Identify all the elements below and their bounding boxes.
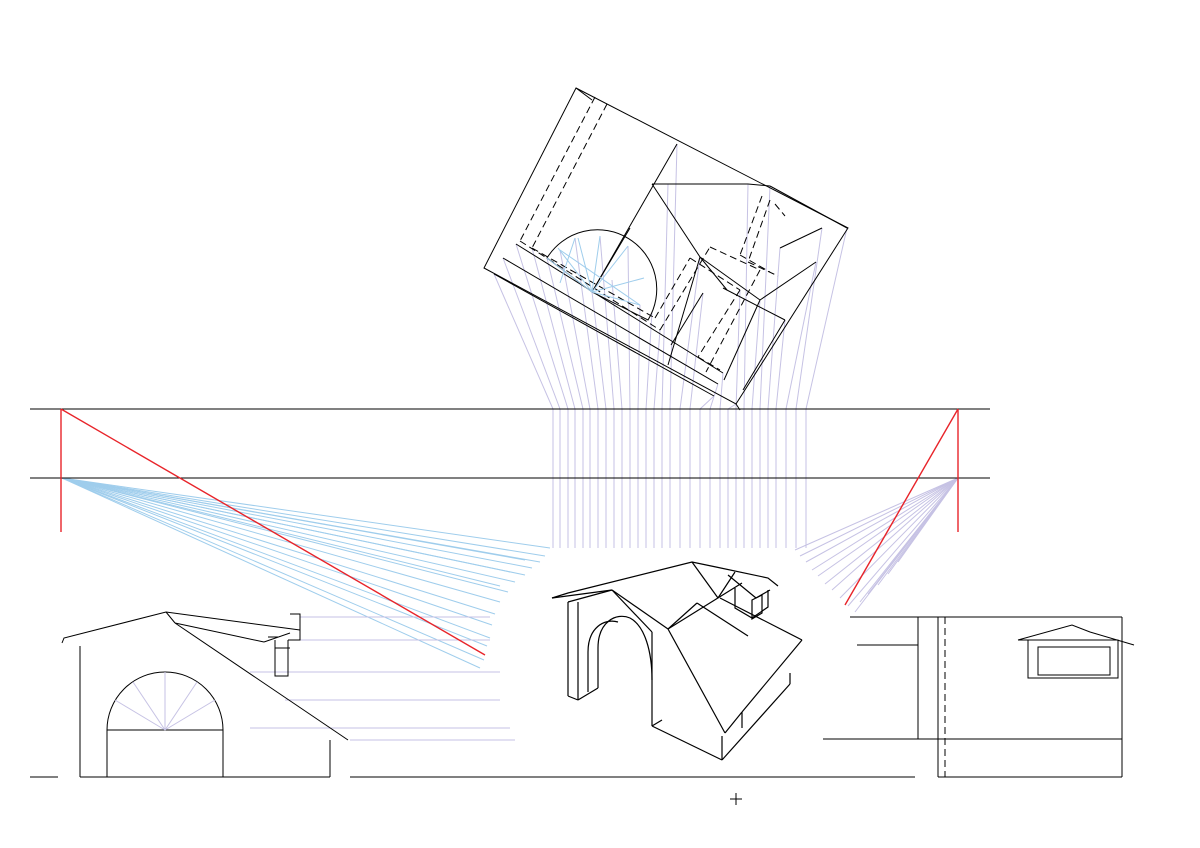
left-ray (61, 477, 546, 557)
plan-projector (531, 247, 576, 410)
plan-projector (599, 235, 615, 410)
persp-arch (597, 615, 653, 688)
right-vanishing-rays (794, 477, 959, 613)
left-ray (61, 477, 501, 603)
horizon-lines (30, 408, 1122, 778)
plan-projector (493, 273, 554, 410)
plan-projector (795, 227, 823, 410)
plan-projector (719, 372, 724, 410)
left-ray (61, 477, 485, 661)
left-ray (61, 477, 481, 669)
right-ray (817, 477, 959, 577)
plan-projector (559, 249, 591, 410)
plan-view (483, 87, 849, 411)
left-ray (61, 477, 526, 561)
plan-projector (767, 247, 781, 410)
plan-projector (502, 257, 561, 410)
persp-dormer-window (751, 594, 763, 621)
front-arch-radials (114, 672, 216, 731)
left-ray (61, 477, 488, 647)
right-ray (794, 477, 959, 551)
plan-projector (515, 243, 569, 410)
crosshair-icon (730, 793, 742, 805)
plan-projector (689, 292, 704, 410)
plan-projector-lines (493, 143, 848, 548)
plan-projector (611, 279, 623, 410)
left-ray (61, 477, 511, 573)
left-ray (61, 477, 493, 626)
plan-projector (637, 304, 641, 410)
left-ray (61, 477, 496, 615)
plan-projector (751, 299, 761, 410)
right-ray (805, 477, 959, 563)
arch-plan-radials (546, 235, 645, 306)
right-ray (799, 477, 959, 557)
elevation-transfer-lines (250, 616, 515, 741)
front-elevation (61, 611, 349, 778)
plan-projector (743, 183, 749, 410)
plan-projector (709, 383, 719, 410)
front-roof (61, 611, 301, 644)
right-ray (847, 477, 959, 607)
arch-plan (546, 229, 658, 321)
right-ray (811, 477, 959, 571)
plan-projector (661, 183, 669, 410)
right-ray (897, 477, 959, 563)
plan-projector (727, 403, 737, 410)
right-ray (824, 477, 959, 585)
plan-projector (546, 257, 584, 410)
right-ray (831, 477, 959, 591)
plan-projector (653, 329, 661, 410)
left-ray (61, 477, 491, 639)
plan-projector (627, 245, 631, 410)
plan-projector (759, 185, 771, 410)
plan-projector (775, 319, 786, 410)
perspective-view (551, 561, 803, 761)
left-ray (61, 477, 533, 569)
side-elevation (850, 616, 1135, 778)
plan-projector (591, 291, 607, 410)
persp-roof-main (551, 561, 779, 599)
left-ray (61, 477, 551, 549)
right-ray (839, 477, 959, 599)
left-ray (61, 477, 509, 593)
left-diagonal (60, 408, 486, 656)
plan-projector (699, 395, 715, 410)
plan-projector (669, 143, 678, 410)
left-ray (61, 477, 516, 583)
left-ray (61, 477, 501, 587)
plan-projector (805, 227, 848, 410)
left-vanishing-rays (61, 477, 551, 669)
red-reference-lines (60, 408, 959, 656)
right-diagonal (844, 408, 959, 606)
plan-projector (679, 256, 701, 410)
